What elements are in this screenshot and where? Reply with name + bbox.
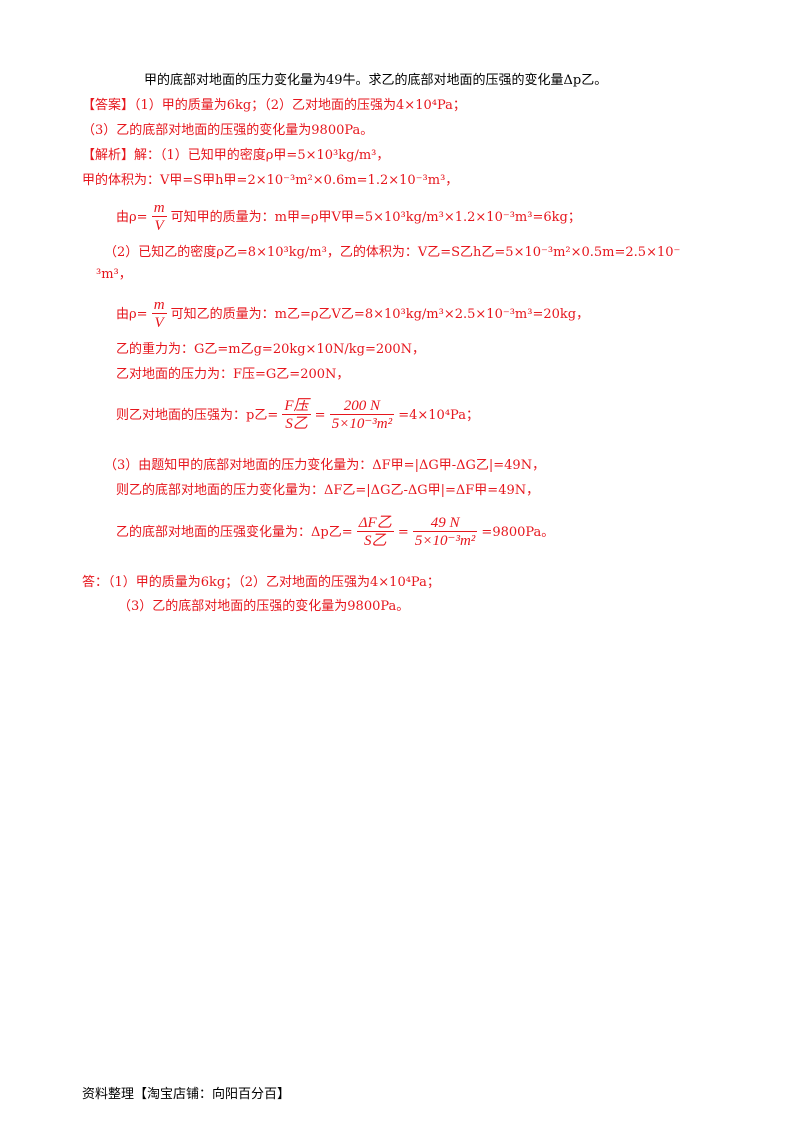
fraction-numerator: m <box>151 297 167 314</box>
pressure-change-prefix: 乙的底部对地面的压强变化量为：Δp乙= <box>116 524 353 540</box>
fraction-numerator: ΔF乙 <box>356 515 394 532</box>
conclusion-line-2: （3）乙的底部对地面的压强的变化量为9800Pa。 <box>118 599 410 614</box>
equals-sign: = <box>397 524 409 540</box>
density-fraction-2: m V <box>151 297 167 332</box>
analysis-line-10: 则乙的底部对地面的压力变化量为：ΔF乙=|ΔG乙-ΔG甲|=ΔF甲=49N， <box>116 483 540 498</box>
fraction-numerator: F压 <box>282 398 311 415</box>
analysis-line-5: 由ρ= m V 可知乙的质量为：m乙=ρ乙V乙=8×10³kg/m³×2.5×1… <box>116 297 589 332</box>
analysis-line-1: 【解析】解：（1）已知甲的密度ρ甲=5×10³kg/m³， <box>82 147 389 165</box>
fraction-denominator: S乙 <box>363 533 387 549</box>
analysis-line-3: 由ρ= m V 可知甲的质量为：m甲=ρ甲V甲=5×10³kg/m³×1.2×1… <box>116 200 581 235</box>
mass-yi-text: 可知乙的质量为：m乙=ρ乙V乙=8×10³kg/m³×2.5×10⁻³m³=20… <box>170 306 590 322</box>
fraction-denominator: V <box>154 218 164 234</box>
fraction-denominator: 5×10⁻³m² <box>331 416 393 432</box>
pressure-fraction-numeric: 200 N 5×10⁻³m² <box>329 398 395 433</box>
pressure-change-fraction-numeric: 49 N 5×10⁻³m² <box>412 515 478 550</box>
pressure-change-result: =9800Pa。 <box>481 524 555 540</box>
analysis-line-4b: ³m³， <box>96 267 132 282</box>
analysis-line-4a: （2）已知乙的密度ρ乙=8×10³kg/m³，乙的体积为：V乙=S乙h乙=5×1… <box>104 245 681 260</box>
analysis-label: 【解析】 <box>82 148 135 163</box>
answer-line-1: 【答案】（1）甲的质量为6kg；（2）乙对地面的压强为4×10⁴Pa； <box>82 97 466 115</box>
rho-formula-prefix-2: 由ρ= <box>116 306 148 322</box>
question-continuation: 甲的底部对地面的压力变化量为49牛。求乙的底部对地面的压强的变化量Δp乙。 <box>144 73 608 88</box>
analysis-text-1: 解：（1）已知甲的密度ρ甲=5×10³kg/m³， <box>134 148 390 163</box>
footer-source: 资料整理【淘宝店铺：向阳百分百】 <box>82 1087 291 1102</box>
rho-formula-prefix: 由ρ= <box>116 209 148 225</box>
answer-label: 【答案】 <box>82 98 135 113</box>
answer-line-2: （3）乙的底部对地面的压强的变化量为9800Pa。 <box>82 123 374 138</box>
analysis-line-11: 乙的底部对地面的压强变化量为：Δp乙= ΔF乙 S乙 = 49 N 5×10⁻³… <box>116 515 554 550</box>
analysis-line-6: 乙的重力为：G乙=m乙g=20kg×10N/kg=200N， <box>116 342 426 357</box>
pressure-yi-result: =4×10⁴Pa； <box>398 407 479 423</box>
density-fraction-1: m V <box>151 200 167 235</box>
analysis-line-2: 甲的体积为：V甲=S甲h甲=2×10⁻³m²×0.6m=1.2×10⁻³m³， <box>82 173 459 188</box>
analysis-line-8: 则乙对地面的压强为：p乙= F压 S乙 = 200 N 5×10⁻³m² =4×… <box>116 398 479 433</box>
fraction-numerator: 49 N <box>412 515 478 532</box>
equals-sign: = <box>314 407 326 423</box>
analysis-line-9: （3）由题知甲的底部对地面的压力变化量为：ΔF甲=|ΔG甲-ΔG乙|=49N， <box>104 458 546 473</box>
fraction-denominator: 5×10⁻³m² <box>414 533 476 549</box>
mass-jia-text: 可知甲的质量为：m甲=ρ甲V甲=5×10³kg/m³×1.2×10⁻³m³=6k… <box>170 209 581 225</box>
fraction-numerator: m <box>151 200 167 217</box>
fraction-denominator: S乙 <box>285 416 308 432</box>
pressure-fraction-symbolic: F压 S乙 <box>282 398 311 433</box>
fraction-denominator: V <box>154 315 164 331</box>
fraction-numerator: 200 N <box>329 398 395 415</box>
answer-text-1: （1）甲的质量为6kg；（2）乙对地面的压强为4×10⁴Pa； <box>134 98 466 113</box>
analysis-line-7: 乙对地面的压力为：F压=G乙=200N， <box>116 367 350 382</box>
pressure-yi-prefix: 则乙对地面的压强为：p乙= <box>116 407 279 423</box>
conclusion-line-1: 答：（1）甲的质量为6kg；（2）乙对地面的压强为4×10⁴Pa； <box>82 575 440 590</box>
pressure-change-fraction-symbolic: ΔF乙 S乙 <box>356 515 394 550</box>
